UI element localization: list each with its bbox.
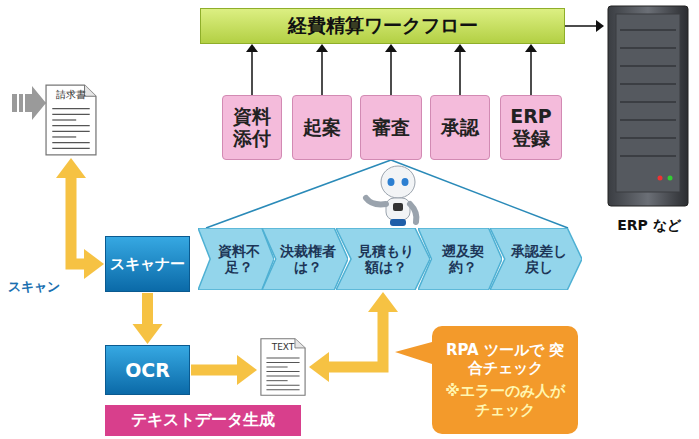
node-text: 承認	[441, 117, 479, 139]
node-text: スキャナー	[110, 255, 185, 274]
node-text: 経費精算ワークフロー	[288, 13, 478, 39]
connector	[206, 160, 391, 228]
robot-illustration	[366, 166, 416, 226]
connector	[391, 160, 568, 228]
check-chevron: 承認差し戻し	[490, 228, 582, 290]
incoming-arrow	[12, 86, 46, 120]
workflow-band: 経費精算ワークフロー	[200, 8, 565, 44]
connector	[454, 44, 466, 95]
connector	[316, 44, 328, 95]
node-text: RPA ツールで 突合チェック	[440, 341, 570, 379]
check-chevron: 資料不足？	[198, 228, 274, 290]
process-box: 審査	[360, 95, 422, 160]
process-box: ERP登録	[500, 95, 562, 160]
node-text: TEXT	[272, 342, 295, 352]
connector	[246, 44, 258, 95]
node-text: テキストデータ生成	[131, 410, 275, 431]
node-text: 資料添付	[231, 106, 273, 150]
node-text: 見積もり額は？	[352, 243, 420, 275]
node-text: 請求書	[56, 88, 86, 102]
node-text: 審査	[372, 117, 410, 139]
node-text: ERP など	[617, 217, 680, 235]
node-text: ※エラーのみ人が チェック	[440, 382, 570, 420]
ocr-box: OCR	[105, 345, 190, 395]
scanner-box: スキャナー	[105, 236, 190, 292]
connector	[385, 44, 397, 95]
check-chevron: 遡及契約？	[418, 228, 502, 290]
check-chevron: 見積もり額は？	[336, 228, 430, 290]
server-node: ERP など	[604, 5, 694, 237]
callout-pointer	[395, 342, 432, 364]
node-text: OCR	[125, 359, 170, 381]
node-text: ERP登録	[509, 106, 553, 150]
node-text: 起案	[303, 117, 341, 139]
invoice-document: 請求書	[45, 84, 97, 156]
connector	[133, 293, 163, 344]
scan-label: スキャン	[8, 278, 60, 296]
node-text: 資料不足？	[214, 243, 264, 275]
connector	[56, 158, 104, 279]
connector	[565, 20, 604, 32]
text-document: TEXT	[260, 338, 306, 396]
connector	[309, 292, 398, 382]
rpa-callout: RPA ツールで 突合チェック※エラーのみ人が チェック	[432, 326, 578, 434]
server-illustration	[608, 6, 688, 206]
process-box: 承認	[430, 95, 490, 160]
node-text: 承認差し戻し	[506, 243, 572, 275]
output-band: テキストデータ生成	[105, 405, 301, 436]
node-text: 決裁権者は？	[278, 243, 338, 275]
process-box: 資料添付	[222, 95, 282, 160]
check-chevron: 決裁権者は？	[262, 228, 348, 290]
node-text: 遡及契約？	[434, 243, 492, 275]
connector	[191, 355, 257, 385]
process-box: 起案	[292, 95, 352, 160]
connector	[525, 44, 537, 95]
